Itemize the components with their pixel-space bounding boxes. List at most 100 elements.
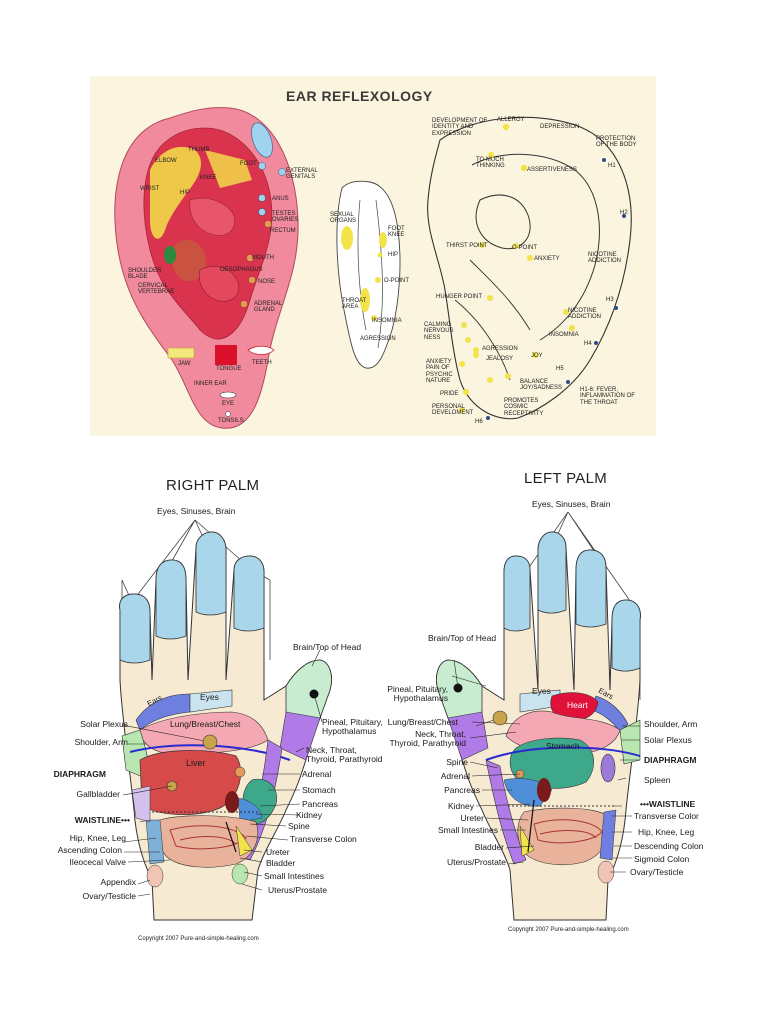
- ear-label: RECTUM: [270, 228, 296, 234]
- ear-label: INNER EAR: [194, 381, 227, 387]
- palm-label: Pineal, Pituitary, Hypothalamus: [322, 717, 383, 736]
- palm-label: Spine: [288, 821, 310, 831]
- palm-label: Shoulder, Arm: [74, 737, 128, 747]
- palm-label: Kidney: [448, 801, 474, 811]
- palm-label: Transverse Colon: [290, 834, 357, 844]
- side-ear-label: SEXUAL ORGANS: [330, 212, 357, 225]
- palm-label: Solar Plexus: [80, 719, 128, 729]
- left-palm-title: LEFT PALM: [524, 470, 608, 487]
- ear-label: MOUTH: [252, 255, 274, 261]
- side-ear-label: AGRESSION: [360, 336, 396, 342]
- palm-label: Sigmoid Colon: [634, 854, 690, 864]
- emotion-label: DEPRESSION: [540, 124, 580, 130]
- right-palm-illustration: [119, 519, 333, 921]
- ear-label: TONSILS: [218, 418, 244, 424]
- emotion-label: NICOTINE ADDICTION: [588, 252, 621, 265]
- palm-label: Hip, Knee, Leg: [638, 827, 695, 837]
- ear-label: CERVICAL VERTEBRAE: [138, 283, 175, 296]
- palm-label: Appendix: [100, 877, 136, 887]
- palm-label: Adrenal: [440, 771, 470, 781]
- ear-label: NOSE: [258, 279, 276, 285]
- emotion-label: H4: [584, 341, 592, 347]
- palm-label: Neck, Throat, Thyroid, Parathyroid: [306, 745, 383, 764]
- emotion-label: PROMOTES COSMIC RECEPTIVITY: [504, 398, 544, 417]
- emotion-label: BALANCE JOY/SADNESS: [520, 379, 563, 392]
- side-ear-label: O-POINT: [384, 278, 409, 284]
- emotion-label: DEVELOPMENT OF IDENTITY AND EXPRESSION: [432, 118, 488, 137]
- ear-label: EXTERNAL GENITALS: [286, 168, 318, 181]
- palm-label: Pineal, Pituitary, Hypothalamus: [387, 684, 448, 703]
- palm-label: Shoulder, Arm: [644, 719, 698, 729]
- ear-title: EAR REFLEXOLOGY: [286, 88, 433, 104]
- palm-label: Ureter: [266, 847, 290, 857]
- emotional-ear-illustration: [427, 116, 632, 420]
- palm-label: Ovary/Testicle: [82, 891, 136, 901]
- palm-label: Eyes: [200, 692, 219, 702]
- emotion-label: JOY: [531, 353, 543, 359]
- palm-label: Pancreas: [302, 799, 338, 809]
- palm-label: Heart: [567, 700, 588, 710]
- ear-label: SHOULDER BLADE: [128, 268, 162, 281]
- palm-label: Kidney: [296, 810, 322, 820]
- ear-label: HIP: [180, 190, 191, 196]
- emotion-label: THIRST POINT: [446, 243, 488, 249]
- side-ear-label: THROAT AREA: [342, 298, 367, 311]
- ear-label: KNEE: [200, 175, 217, 181]
- palm-label: Uterus/Prostate: [268, 885, 328, 895]
- emotion-label: H2: [620, 210, 628, 216]
- palm-label: Bladder: [266, 858, 296, 868]
- right-palm-copyright: Copyright 2007 Pure-and-simple-healing.c…: [138, 936, 259, 942]
- side-ear-label: HIP: [388, 252, 399, 258]
- palm-label: Pancreas: [444, 785, 480, 795]
- ear-label: WRIST: [140, 186, 160, 192]
- palm-label: Brain/Top of Head: [293, 642, 362, 652]
- side-ear-label: INSOMNIA: [372, 318, 402, 324]
- emotion-label: O-POINT: [512, 245, 537, 251]
- left-palm-copyright: Copyright 2007 Pure-and-simple-healing.c…: [508, 927, 629, 933]
- ear-label: TONGUE: [216, 366, 242, 372]
- palm-label: •••WAISTLINE: [640, 799, 696, 809]
- palm-label: Lung/Breast/Chest: [387, 717, 458, 727]
- palm-label: Stomach: [546, 741, 580, 751]
- emotion-label: H6: [475, 419, 483, 425]
- palm-label: Brain/Top of Head: [428, 633, 497, 643]
- left-palm-illustration: [435, 511, 641, 921]
- emotion-label: PRIDE: [440, 391, 459, 397]
- ear-label: OESOPHAGUS: [220, 267, 263, 273]
- emotion-label: HUNGER POINT: [436, 294, 483, 300]
- palm-label: Gallbladder: [76, 789, 120, 799]
- emotion-label: ANXIETY: [534, 256, 560, 262]
- ear-label: ELBOW: [155, 158, 177, 164]
- palm-label: Liver: [186, 758, 206, 768]
- emotion-label: TO MUCH THINKING: [476, 157, 505, 170]
- palm-label: Ureter: [460, 813, 484, 823]
- palm-label: Small Intestines: [264, 871, 324, 881]
- emotion-label: H1-6: FEVER, INFLAMMATION OF THE THROAT: [580, 387, 635, 406]
- emotion-label: H1: [608, 163, 616, 169]
- ear-label: THUMB: [188, 147, 210, 153]
- palm-label: Ileocecal Valve: [69, 857, 126, 867]
- emotion-label: PROTECTION OF THE BODY: [596, 136, 637, 149]
- left-palm-top-label: Eyes, Sinuses, Brain: [532, 499, 611, 509]
- palm-label: WAISTLINE•••: [74, 815, 130, 825]
- palm-label: Ovary/Testicle: [630, 867, 684, 877]
- emotion-label: NICOTINE ADDICTION: [568, 308, 601, 321]
- ear-label: EYE: [222, 401, 235, 407]
- right-palm-title: RIGHT PALM: [166, 477, 260, 494]
- ear-label: ADRENAL GLAND: [254, 301, 283, 314]
- ear-label: TESTES OVARIES: [272, 211, 299, 224]
- palm-label: Ascending Colon: [57, 845, 122, 855]
- emotion-label: JEALOSY: [486, 356, 514, 362]
- palm-label: Uterus/Prostate: [446, 857, 506, 867]
- palm-label: Spine: [446, 757, 468, 767]
- side-ear-label: FOOT KNEE: [388, 226, 405, 239]
- palm-label: DIAPHRAGM: [644, 755, 697, 765]
- ear-label: TEETH: [252, 360, 272, 366]
- palm-label: Small Intestines: [438, 825, 498, 835]
- palm-label: Solar Plexus: [644, 735, 692, 745]
- colored-ear-illustration: [114, 107, 299, 429]
- emotion-label: ANXIETY PAIN OF PSYCHIC NATURE: [426, 359, 453, 384]
- emotion-label: ALLERGY: [497, 117, 525, 123]
- palm-label: Spleen: [644, 775, 671, 785]
